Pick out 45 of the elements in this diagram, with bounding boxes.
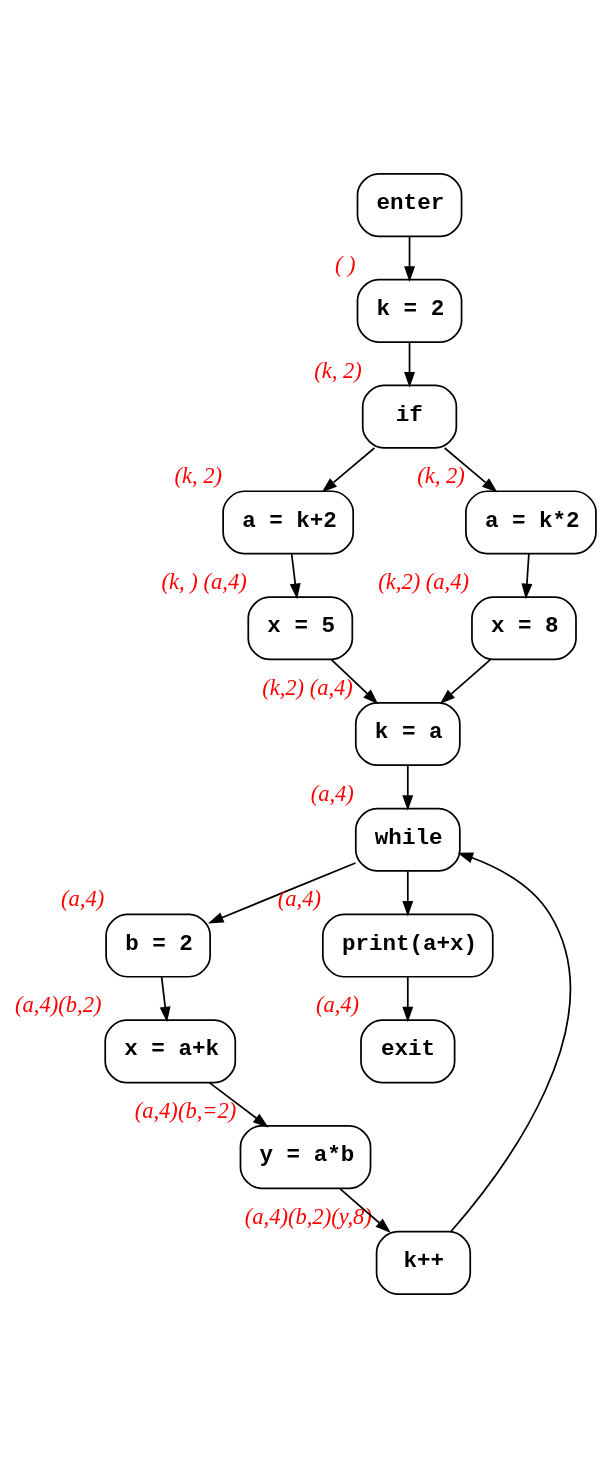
node-label: (k, 2)	[417, 463, 465, 489]
arrow	[321, 447, 376, 493]
node-label: (a,4)	[277, 886, 321, 912]
arrow	[338, 1187, 391, 1233]
node-box: k++	[375, 1230, 472, 1295]
arrow	[402, 976, 414, 1023]
node-label: (a,4)(b,2)	[15, 992, 102, 1018]
node-label: ( )	[334, 251, 356, 277]
node-box: y = a*b	[239, 1125, 372, 1190]
node-label: (a,4)	[61, 886, 105, 912]
node-label: (a,4)	[315, 992, 360, 1018]
node-box: exit	[360, 1019, 456, 1084]
arrow	[330, 658, 379, 705]
node-label: (k, ) (a,4)	[161, 569, 247, 595]
node-box: enter	[356, 173, 463, 238]
node-box: x = a+k	[104, 1019, 237, 1084]
node-box: x = 5	[247, 596, 354, 661]
node-label: (k,2) (a,4)	[262, 674, 353, 700]
node-box: while	[354, 807, 461, 872]
arrow	[450, 852, 571, 1233]
node-label: (k,2) (a,4)	[378, 569, 470, 595]
arrow	[404, 235, 415, 282]
node-box: a = k+2	[222, 490, 355, 555]
node-box: k = a	[354, 701, 461, 767]
arrow	[404, 341, 415, 388]
node-box: print(a+x)	[321, 913, 494, 978]
node-label: (a,4)(b,2)(y,8)	[244, 1203, 372, 1229]
arrow	[521, 552, 533, 600]
arrow	[443, 447, 498, 493]
arrow	[289, 552, 301, 600]
arrow	[208, 1081, 269, 1128]
arrow	[207, 862, 357, 924]
node-box: k = 2	[356, 278, 463, 343]
arrow	[402, 870, 414, 917]
node-box: if	[361, 384, 458, 449]
node-box: a = k*2	[465, 490, 597, 555]
arrow	[159, 976, 171, 1023]
node-label: (a,4)(b,=2)	[134, 1097, 237, 1123]
node-label: (k, 2)	[174, 463, 223, 489]
node-box: b = 2	[105, 913, 211, 978]
arrow	[439, 658, 492, 705]
node-label: (k, 2)	[314, 357, 362, 383]
arrow	[402, 764, 414, 811]
node-box: x = 8	[471, 596, 577, 661]
node-label: (a,4)	[310, 780, 354, 806]
